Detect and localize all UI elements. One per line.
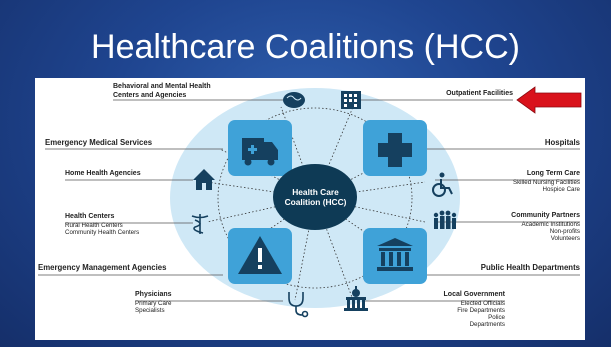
- local-government-label: Local Government Elected Officials Fire …: [415, 291, 505, 328]
- physicians-heading: Physicians: [135, 291, 172, 298]
- health-centers-item: Rural Health Centers: [65, 221, 123, 229]
- behavioral-health-label: Behavioral and Mental Health Centers and…: [113, 83, 211, 100]
- ems-heading: Emergency Medical Services: [45, 138, 153, 147]
- hcc-diagram: Health Care Coalition (HCC) Behavioral a…: [35, 78, 585, 340]
- center-label: Health Care Coalition (HCC): [273, 168, 358, 226]
- center-label-line1: Health Care: [292, 186, 339, 197]
- home-health-heading: Home Health Agencies: [65, 170, 141, 177]
- leader-lines: [38, 99, 580, 302]
- home-health-label: Home Health Agencies: [65, 170, 141, 179]
- behavioral-heading-line1: Behavioral and Mental Health: [113, 83, 211, 90]
- brain-icon: [283, 92, 305, 108]
- health-centers-item: Community Health Centers: [65, 228, 140, 236]
- community-partners-heading: Community Partners: [511, 212, 580, 219]
- physicians-item: Primary Care: [135, 299, 172, 307]
- public-health-heading: Public Health Departments: [480, 263, 580, 272]
- local-government-item: Fire Departments: [457, 306, 505, 314]
- health-centers-heading: Health Centers: [65, 213, 115, 220]
- local-government-item: Police: [488, 313, 505, 321]
- outpatient-heading: Outpatient Facilities: [446, 90, 513, 97]
- local-government-heading: Local Government: [443, 291, 505, 298]
- hospitals-label: Hospitals: [475, 138, 580, 148]
- emergency-mgmt-heading: Emergency Management Agencies: [38, 263, 167, 272]
- long-term-care-item: Skilled Nursing Facilities: [512, 178, 580, 186]
- community-partners-item: Academic Institutions: [521, 220, 580, 228]
- diagram-graphics: [38, 86, 582, 318]
- house-icon: [193, 169, 215, 190]
- people-icon: [433, 210, 457, 229]
- medical-cross-icon: [378, 133, 412, 167]
- capitol-icon: [344, 286, 368, 311]
- warning-icon: [238, 236, 282, 274]
- behavioral-heading-line2: Centers and Agencies: [113, 91, 187, 99]
- emergency-mgmt-label: Emergency Management Agencies: [38, 263, 167, 273]
- community-partners-label: Community Partners Academic Institutions…: [475, 212, 580, 242]
- health-centers-label: Health Centers Rural Health Centers Comm…: [65, 213, 139, 236]
- arrow-icon: [516, 86, 582, 114]
- community-partners-item: Volunteers: [550, 234, 580, 242]
- physicians-label: Physicians Primary Care Specialists: [135, 291, 172, 314]
- local-government-item: Departments: [469, 321, 505, 329]
- local-government-item: Elected Officials: [460, 299, 505, 307]
- physicians-item: Specialists: [135, 306, 165, 314]
- ems-label: Emergency Medical Services: [45, 138, 153, 148]
- stethoscope-icon: [288, 292, 309, 318]
- caduceus-icon: [191, 214, 209, 234]
- long-term-care-label: Long Term Care Skilled Nursing Facilitie…: [475, 170, 580, 193]
- center-label-line2: Coalition (HCC): [284, 197, 347, 207]
- long-term-care-item: Hospice Care: [542, 185, 581, 193]
- public-health-label: Public Health Departments: [455, 263, 580, 273]
- dotted-ring: [217, 107, 413, 289]
- hospitals-heading: Hospitals: [544, 138, 580, 147]
- long-term-care-heading: Long Term Care: [526, 170, 580, 177]
- building-icon: [341, 91, 361, 109]
- slide-title: Healthcare Coalitions (HCC): [91, 28, 520, 66]
- government-building-icon: [377, 238, 413, 271]
- community-partners-item: Non-profits: [549, 227, 580, 235]
- ambulance-icon: [242, 138, 278, 166]
- public-health-tile: [363, 228, 427, 284]
- wheelchair-icon: [432, 172, 453, 197]
- center-node: [273, 164, 357, 230]
- outpatient-label: Outpatient Facilities: [433, 90, 513, 99]
